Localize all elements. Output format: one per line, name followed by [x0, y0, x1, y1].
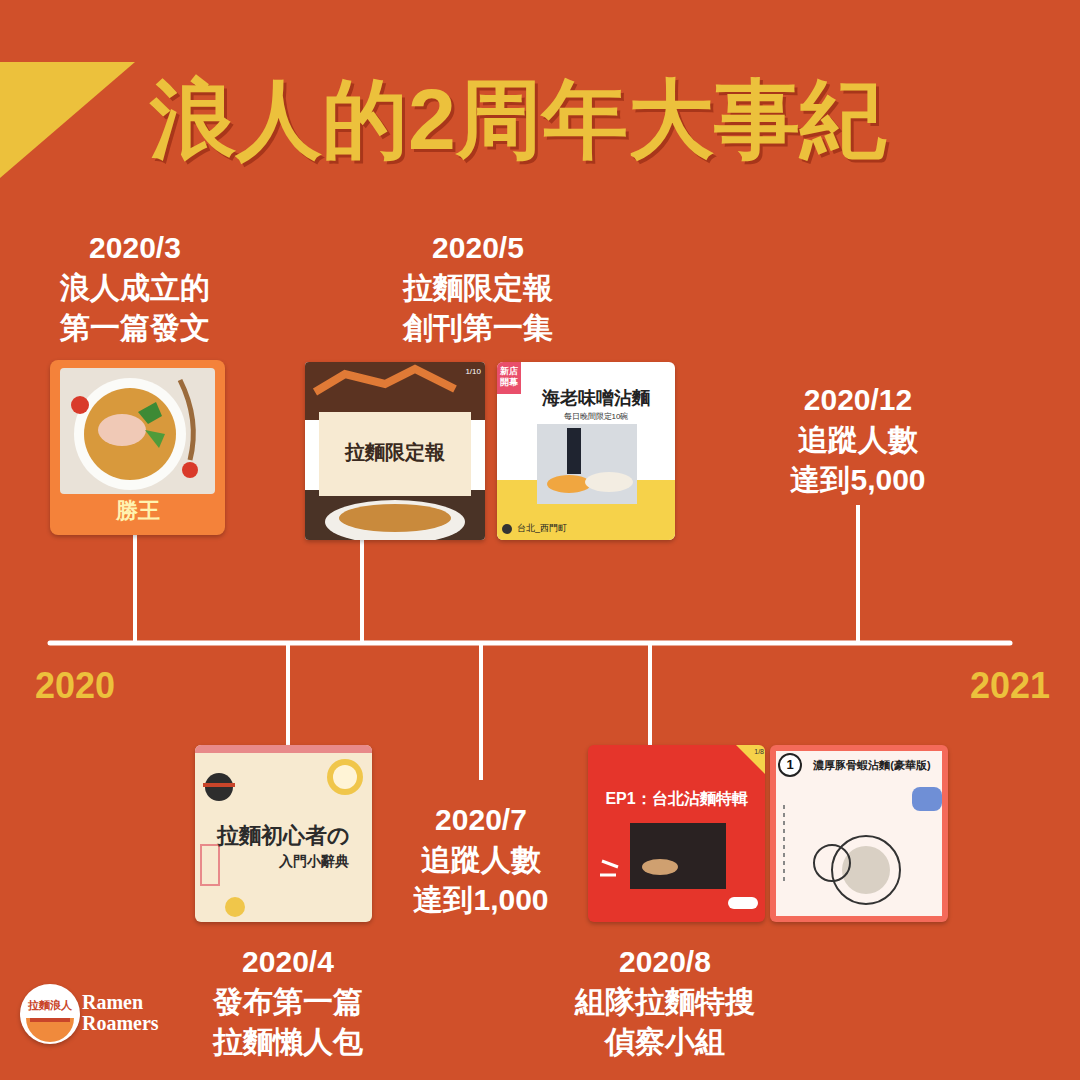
place-tag: 台北_西門町: [517, 523, 667, 534]
leader-lines: [135, 505, 858, 780]
thumbnail-card: 拉麵初心者の入門小辭典: [195, 745, 372, 922]
poster-title: 浪人的2周年大事紀: [150, 66, 886, 174]
callout-number: 1: [779, 757, 801, 773]
thumbnail-card: 勝王: [50, 360, 225, 535]
event-caption: 2020/12 追蹤人數 達到5,000: [768, 380, 948, 501]
year-label: 2020: [15, 664, 135, 707]
thumbnail-art: [770, 745, 948, 922]
timeline-axis: [50, 641, 1010, 646]
thumbnail-art: [20, 984, 80, 1044]
thumbnail-picture: [588, 745, 765, 922]
thumbnail-picture: [770, 745, 948, 922]
card-title: 拉麵初心者の: [195, 823, 372, 849]
thumbnail-picture: [20, 984, 80, 1044]
brand-name: Ramen Roamers: [82, 992, 182, 1034]
card-title: 拉麵限定報: [319, 440, 471, 464]
thumbnail-card: 拉麵限定報 1/10: [305, 362, 485, 540]
card-title: 濃厚豚骨蝦沾麵(豪華版): [804, 759, 940, 772]
card-subtitle: 入門小辭典: [261, 853, 367, 870]
event-caption: 2020/7 追蹤人數 達到1,000: [391, 800, 571, 921]
thumbnail-card: EP1：台北沾麵特輯 1/8: [588, 745, 765, 922]
card-title: 海老味噌沾麵: [523, 388, 669, 410]
event-caption: 2020/5 拉麵限定報 創刊第一集: [373, 228, 583, 349]
card-note: 每日晚間限定10碗: [523, 412, 669, 422]
brand-logo: 拉麵浪人Ramen Roamers: [20, 984, 80, 1044]
corner-triangle: [0, 62, 135, 178]
event-caption: 2020/3 浪人成立的 第一篇發文: [30, 228, 240, 349]
thumbnail-card: 1濃厚豚骨蝦沾麵(豪華版): [770, 745, 948, 922]
page-number: 1/8: [740, 748, 764, 756]
thumbnail-card: 新店開幕海老味噌沾麵每日晚間限定10碗台北_西門町: [497, 362, 675, 540]
ribbon-tag: 新店開幕: [497, 366, 521, 388]
year-label: 2021: [950, 664, 1070, 707]
card-title: EP1：台北沾麵特輯: [592, 789, 761, 808]
logo-mark: 拉麵浪人: [20, 999, 80, 1012]
page-number: 1/10: [453, 367, 481, 377]
event-caption: 2020/4 發布第一篇 拉麵懶人包: [183, 942, 393, 1063]
shop-name: 勝王: [50, 498, 225, 524]
thumbnail-art: [588, 745, 765, 922]
event-caption: 2020/8 組隊拉麵特搜 偵察小組: [545, 942, 785, 1063]
